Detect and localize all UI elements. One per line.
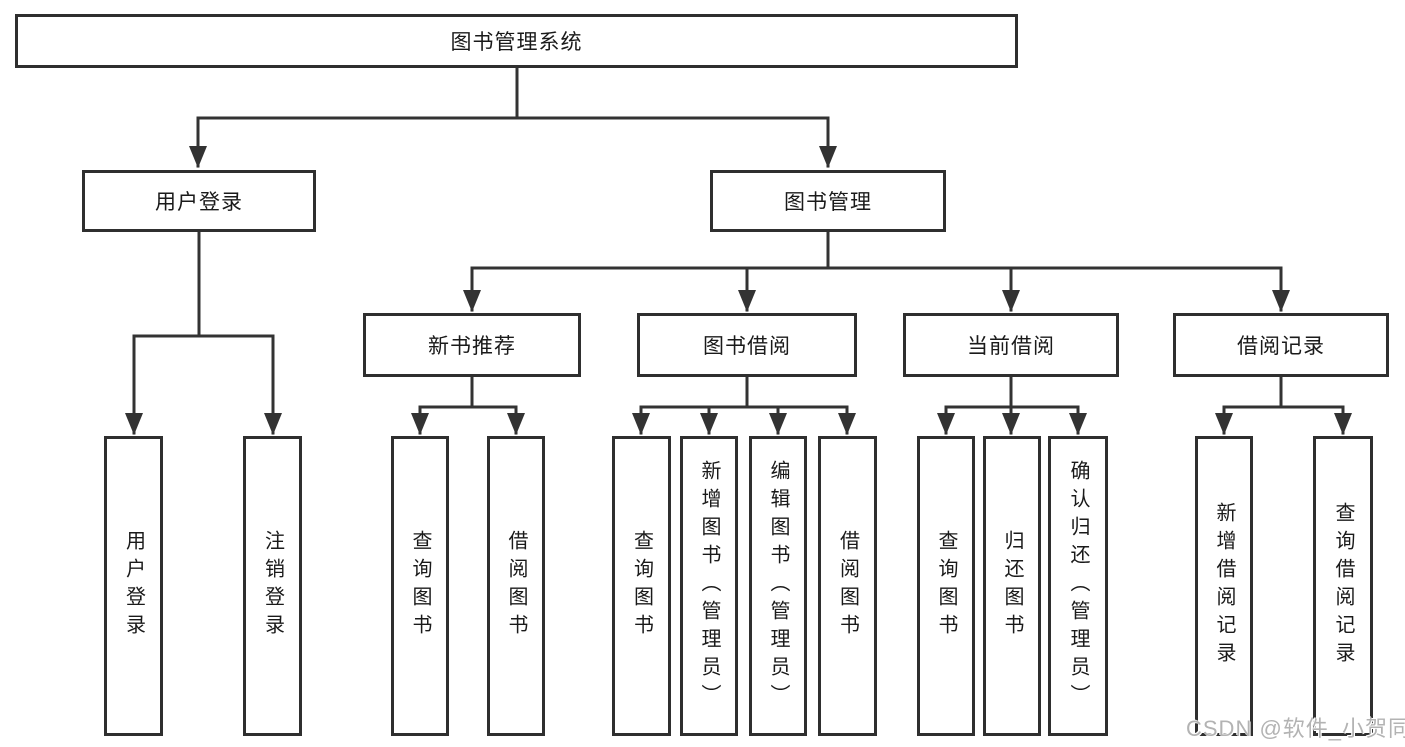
watermark-text: CSDN @软件_小贺同学 (1186, 716, 1405, 741)
leaf-query-books-borrow-label: 查询图书 (630, 530, 653, 642)
leaf-logout-label: 注销登录 (261, 530, 284, 642)
connector-current-borrow-children (937, 375, 1087, 435)
leaf-add-borrow-record-label: 新增借阅记录 (1213, 502, 1235, 670)
node-current-borrow-label: 当前借阅 (967, 335, 1055, 358)
leaf-confirm-return-admin-label: 确认归还（管理员） (1067, 460, 1089, 712)
connector-book-mgmt-to-level3 (463, 230, 1290, 312)
leaf-add-borrow-record: 新增借阅记录 (1195, 436, 1253, 736)
connector-new-book-children (411, 375, 525, 435)
node-book-management: 图书管理 (710, 170, 946, 232)
leaf-query-borrow-record-label: 查询借阅记录 (1332, 502, 1354, 670)
node-current-borrow: 当前借阅 (903, 313, 1119, 377)
leaf-query-books-borrow: 查询图书 (612, 436, 671, 736)
leaf-user-login: 用户登录 (104, 436, 163, 736)
leaf-return-book: 归还图书 (983, 436, 1041, 736)
leaf-query-books-current: 查询图书 (917, 436, 975, 736)
leaf-borrow-books-recommend-label: 借阅图书 (505, 530, 527, 642)
leaf-return-book-label: 归还图书 (1001, 530, 1023, 642)
connector-borrow-record-children (1215, 375, 1352, 435)
leaf-query-books-recommend-label: 查询图书 (409, 530, 431, 642)
node-new-book-recommend-label: 新书推荐 (428, 335, 516, 358)
node-book-borrow-label: 图书借阅 (703, 335, 791, 358)
leaf-borrow-books: 借阅图书 (818, 436, 877, 736)
leaf-logout: 注销登录 (243, 436, 302, 736)
node-root: 图书管理系统 (15, 14, 1018, 68)
leaf-query-borrow-record: 查询借阅记录 (1313, 436, 1373, 736)
connector-book-borrow-children (632, 375, 856, 435)
leaf-query-books-recommend: 查询图书 (391, 436, 449, 736)
leaf-add-book-admin-label: 新增图书（管理员） (698, 460, 720, 712)
node-user-login: 用户登录 (82, 170, 316, 232)
leaf-borrow-books-recommend: 借阅图书 (487, 436, 545, 736)
leaf-borrow-books-label: 借阅图书 (836, 530, 859, 642)
leaf-add-book-admin: 新增图书（管理员） (680, 436, 738, 736)
node-borrow-record: 借阅记录 (1173, 313, 1389, 377)
node-borrow-record-label: 借阅记录 (1237, 335, 1325, 358)
leaf-query-books-current-label: 查询图书 (935, 530, 957, 642)
leaf-edit-book-admin: 编辑图书（管理员） (749, 436, 807, 736)
node-root-label: 图书管理系统 (450, 31, 583, 54)
leaf-user-login-label: 用户登录 (122, 530, 145, 642)
connector-user-login-children (125, 230, 282, 435)
connector-root-to-level2 (189, 66, 837, 168)
node-book-borrow: 图书借阅 (637, 313, 857, 377)
node-new-book-recommend: 新书推荐 (363, 313, 581, 377)
leaf-edit-book-admin-label: 编辑图书（管理员） (767, 460, 789, 712)
node-user-login-label: 用户登录 (155, 191, 243, 214)
leaf-confirm-return-admin: 确认归还（管理员） (1048, 436, 1108, 736)
node-book-management-label: 图书管理 (784, 191, 872, 214)
